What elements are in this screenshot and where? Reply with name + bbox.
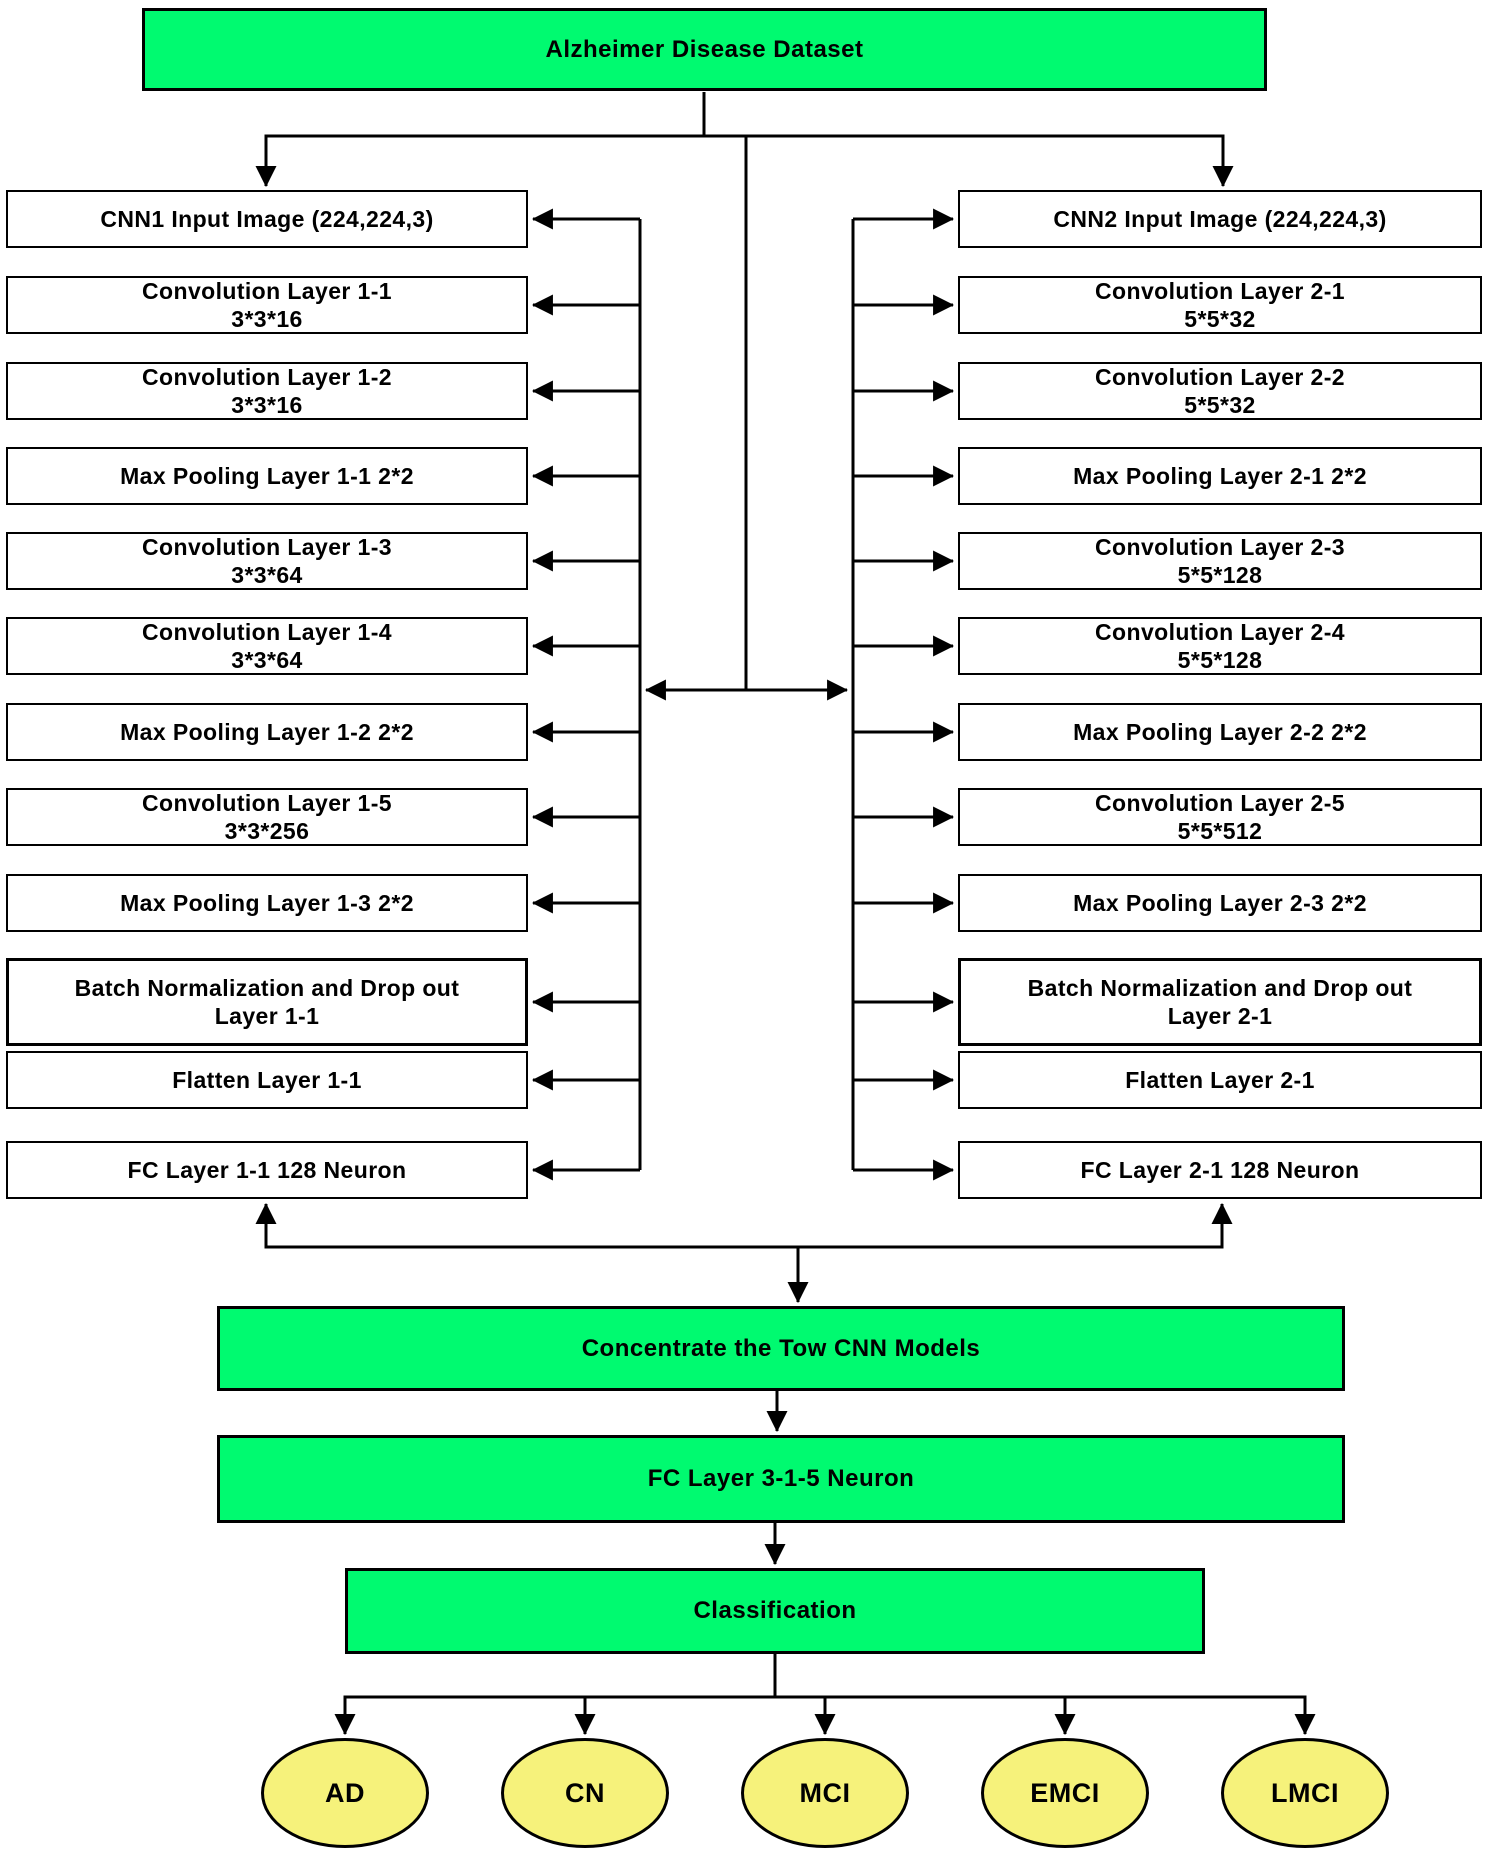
box-label: Convolution Layer 2-1 <box>1095 278 1345 304</box>
class-label: MCI <box>799 1777 851 1808</box>
box-sublabel: 5*5*512 <box>1177 818 1263 844</box>
box-flatten-1-1: Flatten Layer 1-1 <box>6 1051 528 1109</box>
class-ellipse-lmci: LMCI <box>1221 1738 1389 1848</box>
class-ellipse-emci: EMCI <box>981 1738 1149 1848</box>
box-batchnorm-2-1: Batch Normalization and Drop out Layer 2… <box>958 958 1482 1046</box>
box-label: Flatten Layer 2-1 <box>1125 1067 1315 1093</box>
box-sublabel: 3*3*16 <box>231 306 303 332</box>
concentrate-box: Concentrate the Tow CNN Models <box>217 1306 1345 1391</box>
box-conv-2-1: Convolution Layer 2-1 5*5*32 <box>958 276 1482 334</box>
classification-label: Classification <box>693 1597 857 1624</box>
box-label: Convolution Layer 2-5 <box>1095 790 1345 816</box>
box-label: Max Pooling Layer 1-2 2*2 <box>120 719 414 745</box>
box-label: Max Pooling Layer 1-3 2*2 <box>120 890 414 916</box>
box-batchnorm-1-1: Batch Normalization and Drop out Layer 1… <box>6 958 528 1046</box>
box-label: Convolution Layer 1-3 <box>142 534 392 560</box>
dataset-box: Alzheimer Disease Dataset <box>142 8 1267 91</box>
box-conv-2-2: Convolution Layer 2-2 5*5*32 <box>958 362 1482 420</box>
box-sublabel: 3*3*64 <box>231 647 303 673</box>
box-fc-1-1: FC Layer 1-1 128 Neuron <box>6 1141 528 1199</box>
class-ellipse-cn: CN <box>501 1738 669 1848</box>
box-label: Max Pooling Layer 1-1 2*2 <box>120 463 414 489</box>
box-label: CNN2 Input Image (224,224,3) <box>1053 206 1387 232</box>
box-label: Convolution Layer 2-2 <box>1095 364 1345 390</box>
box-label: Batch Normalization and Drop out <box>1027 975 1413 1001</box>
box-cnn2-input: CNN2 Input Image (224,224,3) <box>958 190 1482 248</box>
box-cnn1-input: CNN1 Input Image (224,224,3) <box>6 190 528 248</box>
box-conv-1-3: Convolution Layer 1-3 3*3*64 <box>6 532 528 590</box>
box-label: Max Pooling Layer 2-1 2*2 <box>1073 463 1367 489</box>
box-label: Convolution Layer 2-4 <box>1095 619 1345 645</box>
dataset-label: Alzheimer Disease Dataset <box>545 35 864 63</box>
class-label: EMCI <box>1030 1777 1100 1808</box>
box-maxpool-1-2: Max Pooling Layer 1-2 2*2 <box>6 703 528 761</box>
box-maxpool-2-3: Max Pooling Layer 2-3 2*2 <box>958 874 1482 932</box>
box-conv-2-3: Convolution Layer 2-3 5*5*128 <box>958 532 1482 590</box>
box-sublabel: 5*5*32 <box>1184 306 1256 332</box>
class-label: LMCI <box>1271 1777 1339 1808</box>
box-sublabel: 3*3*16 <box>231 392 303 418</box>
fc3-label: FC Layer 3-1-5 Neuron <box>647 1465 915 1492</box>
box-conv-2-4: Convolution Layer 2-4 5*5*128 <box>958 617 1482 675</box>
box-label: Flatten Layer 1-1 <box>172 1067 362 1093</box>
box-sublabel: 3*3*64 <box>231 562 303 588</box>
box-sublabel: 5*5*128 <box>1177 562 1263 588</box>
box-label: Convolution Layer 1-5 <box>142 790 392 816</box>
box-label: Convolution Layer 1-2 <box>142 364 392 390</box>
box-fc-2-1: FC Layer 2-1 128 Neuron <box>958 1141 1482 1199</box>
box-label: Convolution Layer 1-1 <box>142 278 392 304</box>
box-conv-1-4: Convolution Layer 1-4 3*3*64 <box>6 617 528 675</box>
box-conv-1-1: Convolution Layer 1-1 3*3*16 <box>6 276 528 334</box>
box-flatten-2-1: Flatten Layer 2-1 <box>958 1051 1482 1109</box>
box-label: FC Layer 1-1 128 Neuron <box>127 1157 407 1183</box>
box-conv-2-5: Convolution Layer 2-5 5*5*512 <box>958 788 1482 846</box>
box-conv-1-2: Convolution Layer 1-2 3*3*16 <box>6 362 528 420</box>
fc3-box: FC Layer 3-1-5 Neuron <box>217 1435 1345 1523</box>
concentrate-label: Concentrate the Tow CNN Models <box>581 1334 981 1362</box>
box-label: Convolution Layer 1-4 <box>142 619 392 645</box>
box-maxpool-1-3: Max Pooling Layer 1-3 2*2 <box>6 874 528 932</box>
box-sublabel: 3*3*256 <box>224 818 310 844</box>
box-label: Max Pooling Layer 2-3 2*2 <box>1073 890 1367 916</box>
box-sublabel: 5*5*128 <box>1177 647 1263 673</box>
box-maxpool-1-1: Max Pooling Layer 1-1 2*2 <box>6 447 528 505</box>
class-ellipse-ad: AD <box>261 1738 429 1848</box>
box-sublabel: Layer 1-1 <box>214 1003 320 1029</box>
box-label: Max Pooling Layer 2-2 2*2 <box>1073 719 1367 745</box>
class-ellipse-mci: MCI <box>741 1738 909 1848</box>
box-sublabel: 5*5*32 <box>1184 392 1256 418</box>
box-conv-1-5: Convolution Layer 1-5 3*3*256 <box>6 788 528 846</box>
class-label: CN <box>565 1777 605 1808</box>
classification-box: Classification <box>345 1568 1205 1654</box>
box-maxpool-2-1: Max Pooling Layer 2-1 2*2 <box>958 447 1482 505</box>
box-label: Batch Normalization and Drop out <box>74 975 460 1001</box>
box-maxpool-2-2: Max Pooling Layer 2-2 2*2 <box>958 703 1482 761</box>
box-label: Convolution Layer 2-3 <box>1095 534 1345 560</box>
box-label: FC Layer 2-1 128 Neuron <box>1080 1157 1360 1183</box>
class-label: AD <box>325 1777 365 1808</box>
box-sublabel: Layer 2-1 <box>1167 1003 1273 1029</box>
box-label: CNN1 Input Image (224,224,3) <box>100 206 434 232</box>
